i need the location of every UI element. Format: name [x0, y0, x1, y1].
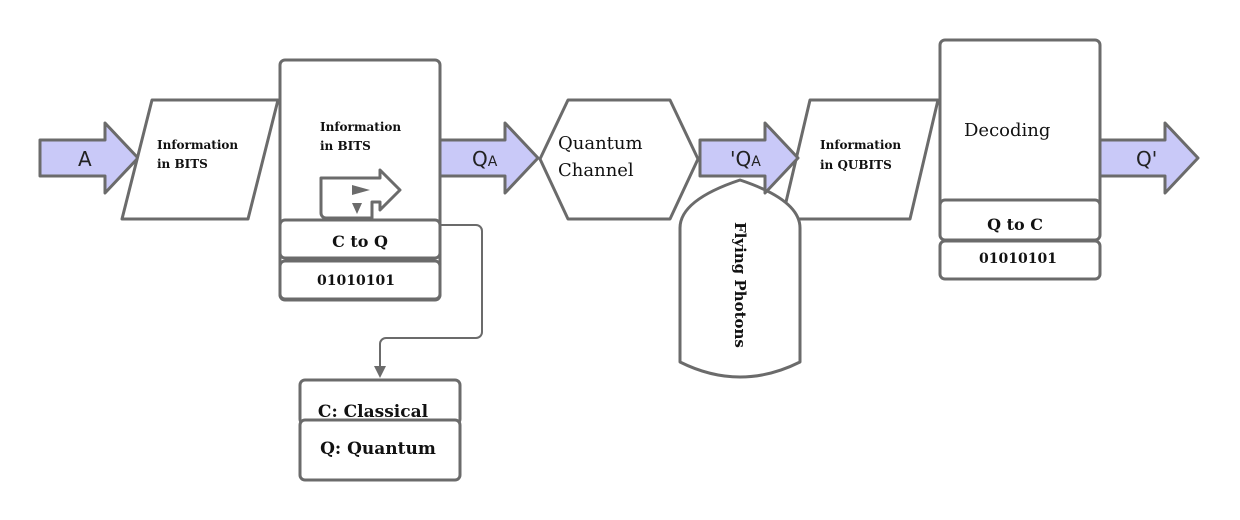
flying-photons-label: Flying Photons: [731, 222, 749, 348]
quantum-channel: Quantum Channel: [538, 98, 700, 221]
channel-line1: Quantum: [558, 133, 643, 154]
decoder-block: Decoding Q to C 01010101: [938, 38, 1102, 281]
legend-classical: C: Classical: [318, 402, 429, 422]
conversion-loop-icon: [319, 168, 402, 220]
input-info-line1: Information: [157, 138, 238, 152]
input-information-parallelogram: Information in BITS: [120, 98, 280, 221]
svg-text:QA: QA: [472, 147, 498, 171]
arrow-a: A: [38, 121, 140, 195]
legend-connector-arrowhead: [374, 366, 386, 378]
encoder-block: Information in BITS C to Q 01010101: [278, 58, 442, 302]
channel-line2: Channel: [558, 160, 634, 181]
encoder-c-to-q-label: C to Q: [332, 232, 388, 251]
qubit-info-line2: in QUBITS: [820, 158, 892, 172]
flying-photons: Flying Photons: [678, 178, 802, 379]
arrow-qa-in-label: 'Q: [730, 147, 751, 171]
decoder-title: Decoding: [964, 120, 1050, 141]
legend: C: Classical Q: Quantum: [298, 378, 462, 482]
arrow-a-label: A: [78, 147, 92, 171]
legend-connector: [379, 224, 483, 368]
encoder-bits: 01010101: [317, 273, 395, 289]
qubit-info-line1: Information: [820, 138, 901, 152]
arrow-qa-out-label: Q: [472, 147, 488, 171]
encoder-info-line1: Information: [320, 120, 401, 134]
arrow-q-prime: Q': [1098, 121, 1200, 195]
arrow-qa-out: QA: [438, 121, 540, 195]
qubit-information-parallelogram: Information in QUBITS: [780, 98, 940, 221]
legend-quantum: Q: Quantum: [320, 439, 436, 459]
arrow-qa-out-subscript: A: [488, 154, 498, 170]
decoder-q-to-c-label: Q to C: [987, 215, 1043, 234]
svg-text:'QA: 'QA: [730, 147, 761, 171]
decoder-bits: 01010101: [979, 251, 1057, 267]
arrow-q-prime-label: Q': [1136, 147, 1157, 171]
encoder-info-line2: in BITS: [320, 139, 371, 153]
arrow-qa-in-subscript: A: [751, 154, 761, 170]
arrow-qa-in: 'QA: [698, 121, 800, 195]
input-info-line2: in BITS: [157, 157, 208, 171]
